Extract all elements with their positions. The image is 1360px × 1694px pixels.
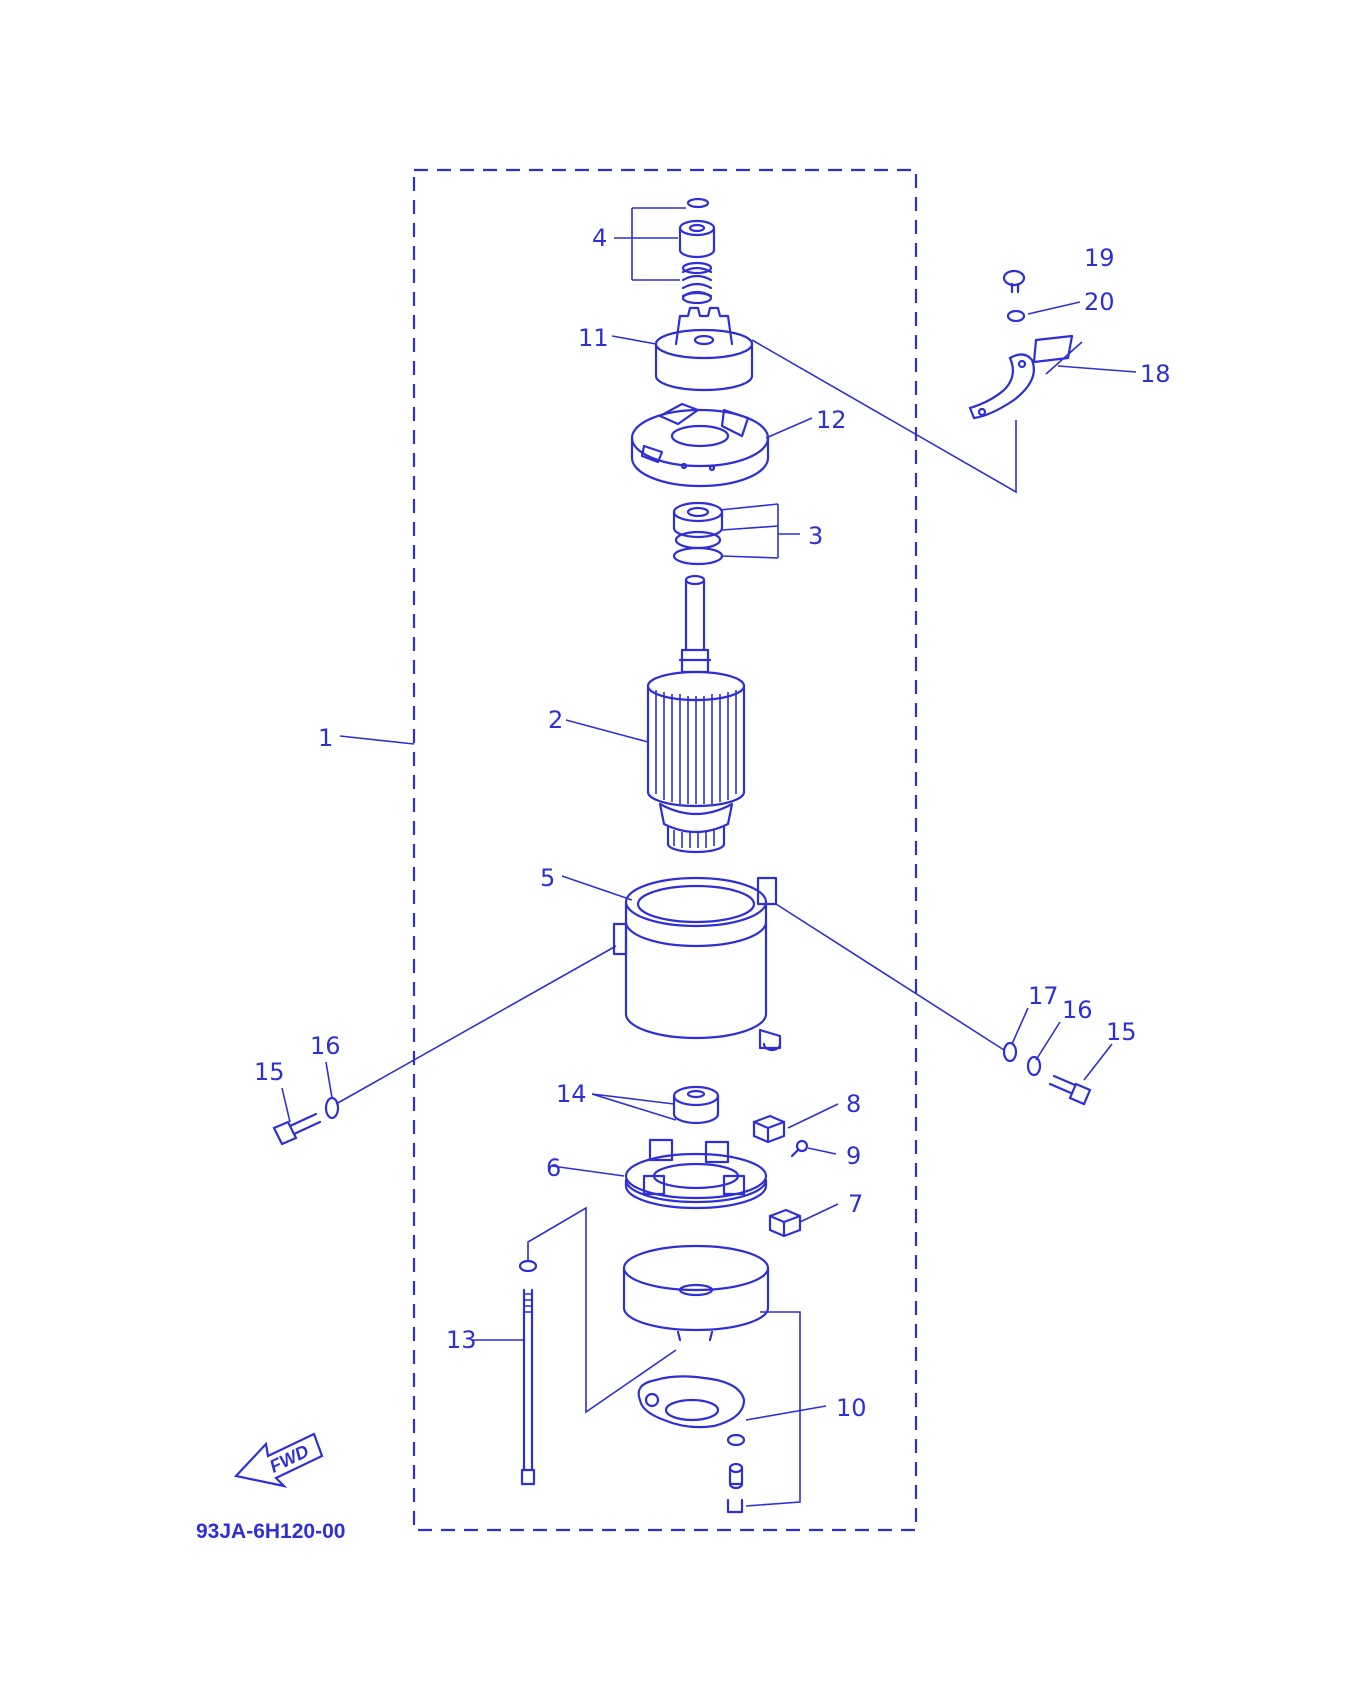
callout-3: 3 (808, 522, 823, 550)
part-13-through-bolt (518, 1259, 538, 1486)
part-20-washer (1006, 309, 1026, 323)
callout-16-left: 16 (310, 1032, 341, 1060)
part-16-washer-left (324, 1096, 340, 1120)
part-8-brush (752, 1114, 786, 1144)
part-19-screw (1002, 269, 1026, 294)
part-9-screw (790, 1139, 809, 1158)
part-2-armature (646, 574, 746, 854)
callout-9: 9 (846, 1142, 861, 1170)
callout-20: 20 (1084, 288, 1115, 316)
part-15-bolt-right (1048, 1074, 1092, 1106)
part-6-brush-holder (624, 1138, 768, 1210)
callout-13: 13 (446, 1326, 477, 1354)
callout-numbers: 1 2 3 4 5 6 7 8 9 10 11 12 13 14 15 16 1… (254, 224, 1171, 1422)
part-14-bearing (672, 1085, 720, 1125)
part-10-rear-cover (622, 1244, 770, 1514)
part-18-bracket (968, 334, 1074, 420)
callout-2: 2 (548, 706, 563, 734)
callout-14: 14 (556, 1080, 587, 1108)
callout-12: 12 (816, 406, 847, 434)
callout-15-left: 15 (254, 1058, 285, 1086)
part-15-bolt-left (272, 1112, 322, 1146)
callout-19: 19 (1084, 244, 1115, 272)
part-17-washer-right (1002, 1041, 1018, 1063)
fwd-arrow-icon: FWD (233, 1432, 324, 1488)
part-11-pinion-drive (654, 306, 754, 392)
part-5-yoke-housing (612, 876, 782, 1052)
part-12-upper-bracket (630, 402, 770, 488)
drawing-code: 93JA-6H120-00 (196, 1520, 345, 1543)
part-3-washer-set (672, 501, 724, 566)
callout-8: 8 (846, 1090, 861, 1118)
callout-16-right: 16 (1062, 996, 1093, 1024)
part-7-brush (768, 1208, 802, 1238)
callout-leaders (281, 207, 1137, 1421)
callout-10: 10 (836, 1394, 867, 1422)
callout-7: 7 (848, 1190, 863, 1218)
callout-15-right: 15 (1106, 1018, 1137, 1046)
assembly-boundary (412, 168, 918, 1532)
callout-18: 18 (1140, 360, 1171, 388)
assembly-lines (335, 339, 1017, 1507)
part-16-washer-right (1026, 1055, 1042, 1077)
callout-4: 4 (592, 224, 607, 252)
callout-17: 17 (1028, 982, 1059, 1010)
callout-6: 6 (546, 1154, 561, 1182)
callout-11: 11 (578, 324, 609, 352)
callout-5: 5 (540, 864, 555, 892)
part-4-pinion-stop-set (678, 197, 716, 305)
callout-1: 1 (318, 724, 333, 752)
